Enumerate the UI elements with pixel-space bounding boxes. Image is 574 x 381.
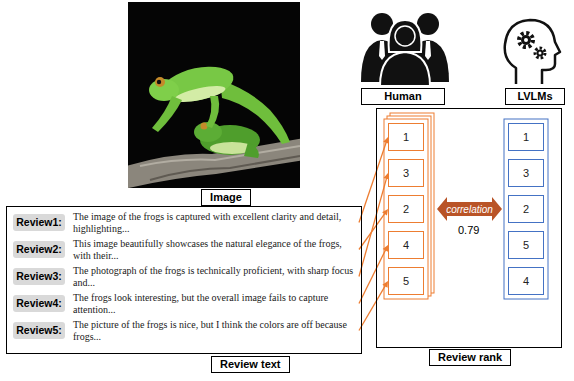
review-row: Review3: The photograph of the frogs is t… — [13, 265, 359, 288]
label-text: Human — [370, 90, 436, 103]
rank-sheet — [384, 119, 428, 299]
label-text: LVLMs — [514, 90, 556, 103]
review-body: The image of the frogs is captured with … — [73, 211, 355, 234]
edge-line — [359, 249, 386, 303]
rank-number: 5 — [523, 239, 529, 251]
group-panel: Review textReview1:The image of the frog… — [6, 206, 362, 354]
label-box: LVLMs — [505, 88, 565, 105]
rank-box: 5 — [508, 231, 544, 259]
lower-frog-leg — [244, 142, 259, 158]
double-arrow — [437, 197, 502, 221]
rank-number: 4 — [403, 239, 409, 251]
person-body — [380, 52, 430, 86]
gear-hole — [539, 52, 542, 55]
edge-line — [359, 285, 385, 330]
gear — [535, 48, 545, 58]
edge-line — [359, 178, 387, 277]
upper-frog-pupil — [157, 80, 161, 84]
label-text: Image — [210, 191, 242, 204]
review-row: Review4: The frogs look interesting, but … — [13, 292, 359, 315]
review-row: Review1: The image of the frogs is captur… — [13, 211, 359, 234]
edge-arrow — [359, 173, 389, 277]
label-box: Human — [361, 88, 445, 105]
panel-title: Review rank — [429, 349, 511, 366]
branch-shadow — [150, 156, 300, 180]
arrow-label: correlation — [446, 204, 493, 215]
correlation-arrow: correlation — [437, 197, 502, 221]
rank-number: 3 — [523, 167, 529, 179]
rank-box: 3 — [388, 159, 424, 187]
rank-number: 2 — [403, 203, 409, 215]
gear — [537, 50, 544, 57]
upper-frog-leg — [220, 80, 290, 144]
branch — [128, 138, 300, 188]
head-outline — [505, 20, 560, 84]
rank-box: 1 — [388, 123, 424, 151]
review-tag: Review4: — [13, 295, 65, 312]
edge-arrow — [359, 137, 389, 223]
rank-box: 4 — [508, 267, 544, 295]
edge-line — [359, 142, 386, 223]
gear — [521, 35, 531, 45]
review-body: The photograph of the frogs is technical… — [73, 265, 355, 288]
review-row: Review2: This image beautifully showcases… — [13, 238, 359, 261]
rank-box: 2 — [388, 195, 424, 223]
review-row: Review5: The picture of the frogs is nice… — [13, 319, 359, 342]
person-hair — [389, 20, 422, 52]
gear — [519, 33, 533, 47]
upper-frog-eye — [155, 77, 165, 87]
review-tag: Review2: — [13, 241, 65, 258]
rank-number: 5 — [403, 275, 409, 287]
rank-box: 1 — [508, 123, 544, 151]
human-icon — [361, 13, 449, 86]
review-body: The frogs look interesting, but the over… — [73, 292, 355, 315]
review-body: This image beautifully showcases the nat… — [73, 238, 355, 261]
rank-number: 1 — [403, 131, 409, 143]
rank-box: 3 — [508, 159, 544, 187]
edge-arrow — [359, 245, 388, 304]
upper-frog-arm — [206, 96, 219, 128]
frog-photo — [128, 61, 300, 188]
rank-number: 3 — [403, 167, 409, 179]
rank-sheet — [504, 119, 548, 299]
gear-hole — [524, 38, 528, 42]
rank-box: 5 — [388, 267, 424, 295]
person-tie — [379, 41, 385, 60]
lvlm-icon — [505, 20, 560, 84]
label-box: Image — [201, 189, 251, 206]
review-tag: Review1: — [13, 214, 65, 231]
rank-box: 2 — [508, 195, 544, 223]
rank-box: 4 — [388, 231, 424, 259]
review-tag: Review3: — [13, 268, 65, 285]
rank-number: 2 — [523, 203, 529, 215]
person-tie — [425, 41, 431, 60]
rank-number: 4 — [523, 275, 529, 287]
value-label: 0.79 — [458, 224, 479, 236]
edge-arrow — [359, 209, 388, 250]
review-tag: Review5: — [13, 322, 65, 339]
edge-arrow — [359, 281, 388, 331]
panel-title: Review text — [211, 356, 290, 373]
person-head — [395, 26, 415, 46]
rank-number: 1 — [523, 131, 529, 143]
review-body: The picture of the frogs is nice, but I … — [73, 319, 355, 342]
upper-frog-arm — [152, 96, 182, 132]
